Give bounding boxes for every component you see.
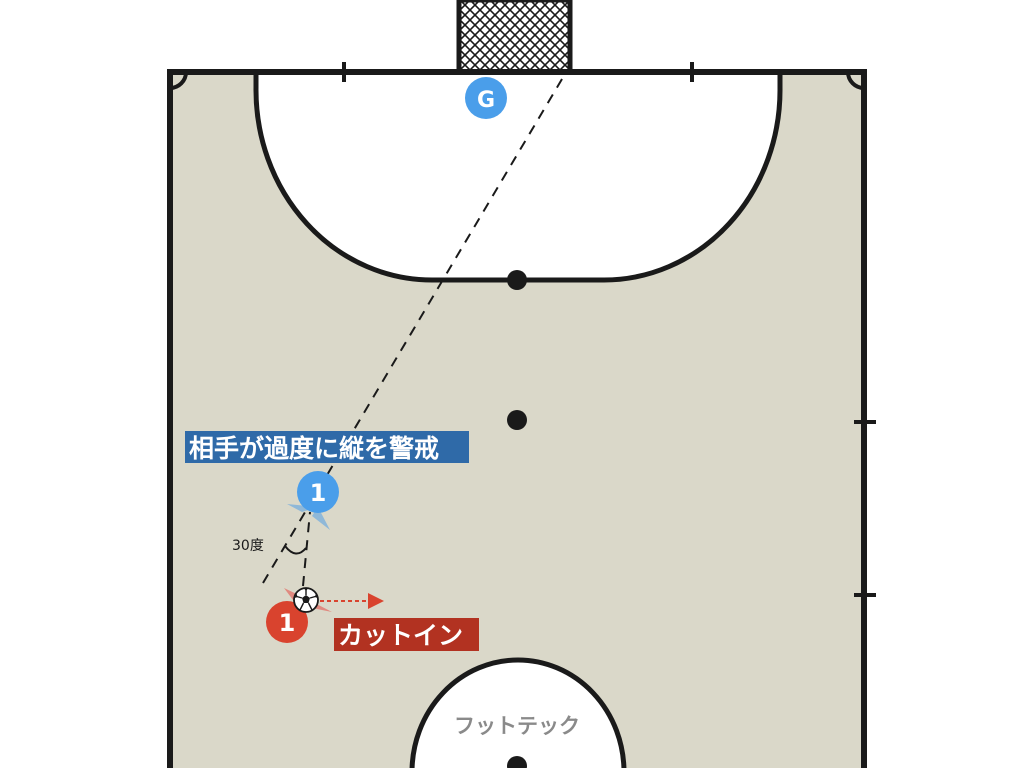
penalty-spot	[507, 270, 527, 290]
goalkeeper-marker[interactable]: G	[465, 77, 507, 119]
attacker-marker[interactable]: 1	[266, 601, 308, 643]
warning-label: 相手が過度に縦を警戒	[189, 434, 439, 463]
angle-label: 30度	[232, 538, 264, 554]
goalkeeper-circle	[465, 77, 507, 119]
defender-label: 1	[310, 479, 327, 507]
goal-net	[459, 0, 570, 72]
goalkeeper-label: G	[477, 88, 495, 113]
corner-arc-left	[169, 71, 188, 90]
angle-arc	[284, 545, 307, 555]
ball-icon[interactable]	[293, 587, 319, 613]
center-circle	[409, 657, 627, 772]
attacker-circle	[266, 601, 308, 643]
corner-arc-right	[846, 71, 865, 90]
defender-arrow-left	[287, 504, 318, 512]
attacker-label: 1	[279, 609, 296, 637]
second-penalty-spot	[507, 410, 527, 430]
goal	[456, 0, 573, 75]
defender-marker[interactable]: 1	[297, 471, 339, 513]
defender-circle	[297, 471, 339, 513]
watermark: フットテック	[454, 714, 580, 738]
action-label: カットイン	[338, 621, 463, 650]
vertical-line	[302, 511, 311, 587]
penalty-area	[253, 72, 783, 283]
action-label-bg	[334, 618, 479, 651]
warning-label-bg	[185, 431, 469, 463]
